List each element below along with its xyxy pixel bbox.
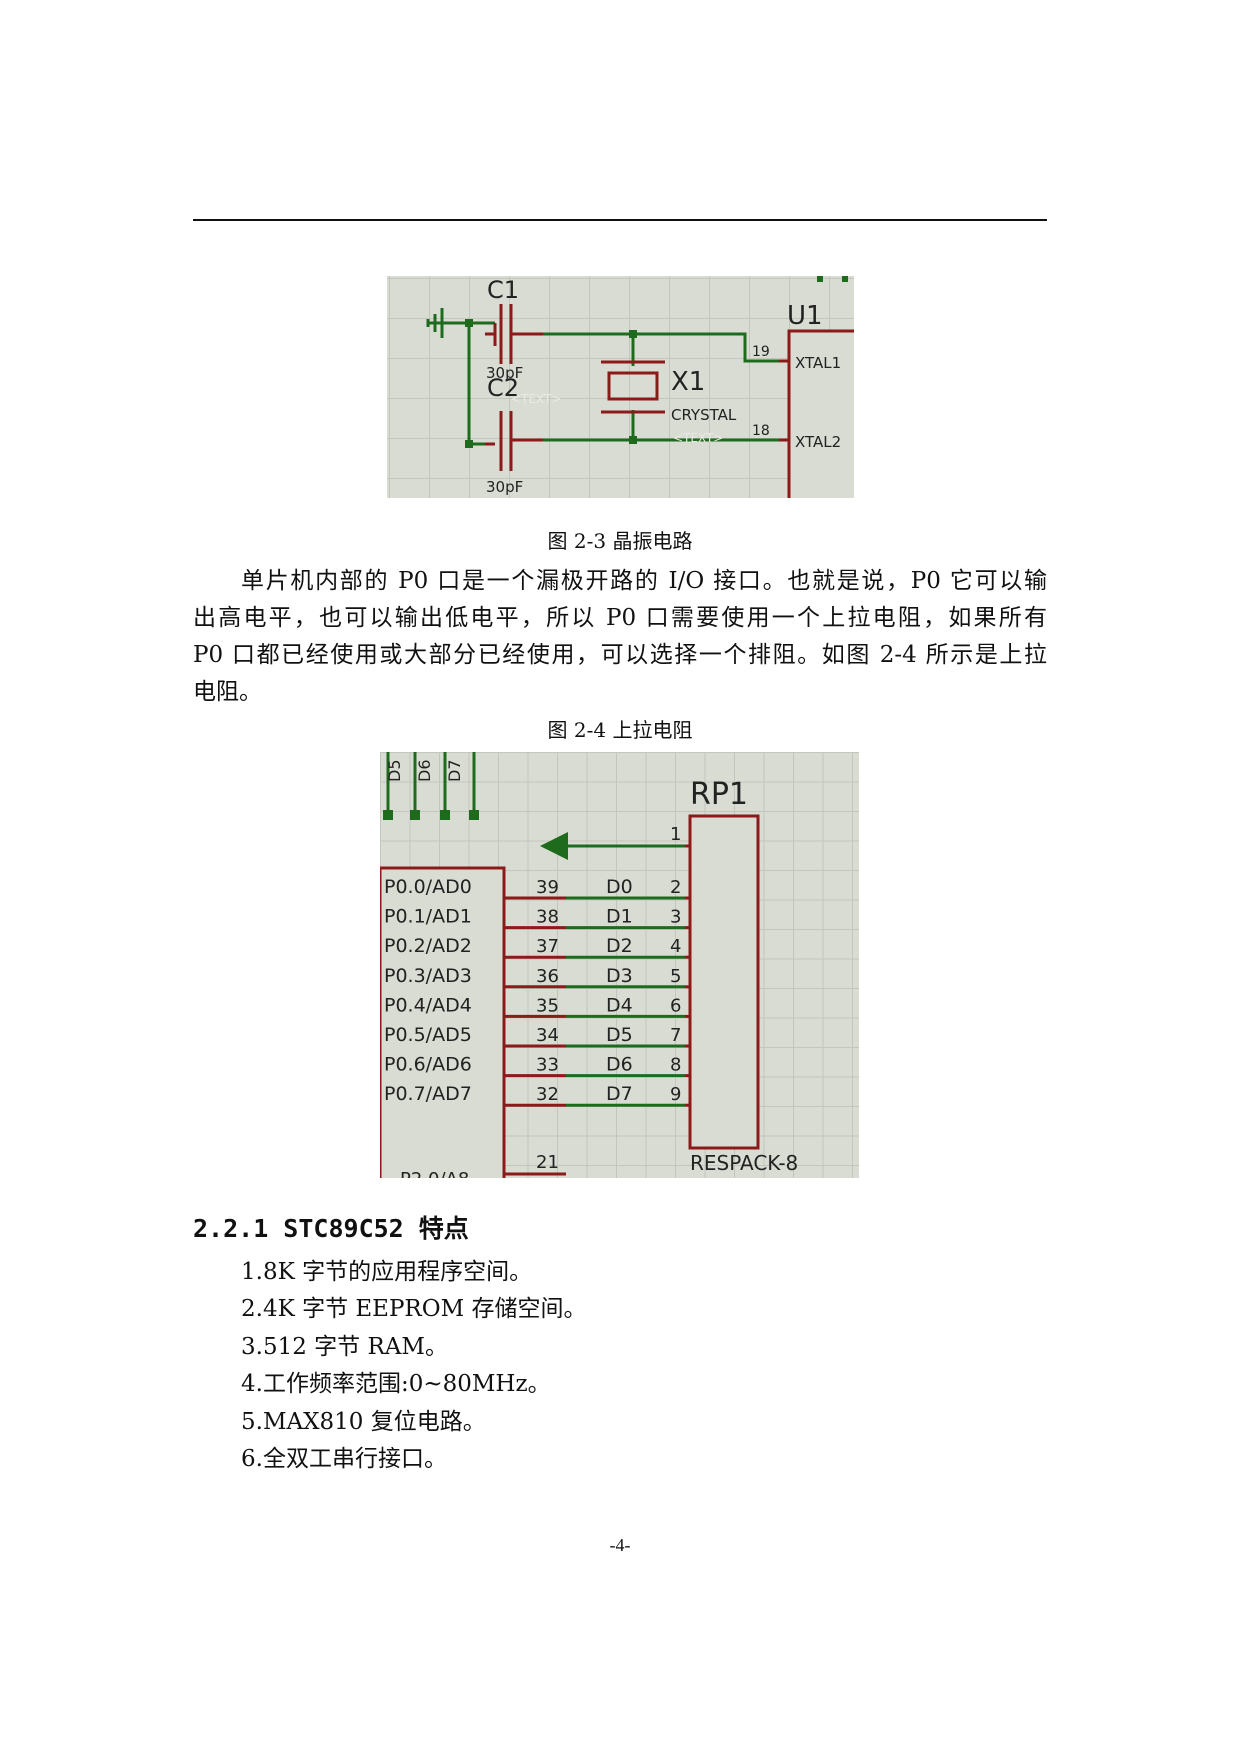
top-bus-label: D6	[415, 760, 434, 783]
port-label: P0.6/AD6	[384, 1054, 472, 1076]
capacitor-c2	[485, 411, 543, 471]
figure-2-4-caption: 图 2-4 上拉电阻	[547, 718, 693, 742]
mcu-pin-number: 37	[536, 936, 559, 957]
pullup-resistor-schematic: P0.0/AD0 39 D0 2P0.1/AD1 38 D1 3P0.2/AD2 37 D2 4P…	[380, 752, 859, 1178]
mcu-pin-number: 33	[536, 1055, 559, 1076]
mcu-pin-number: 35	[536, 995, 559, 1016]
net-label: D0	[606, 876, 633, 898]
body-paragraph: 单片机内部的 P0 口是一个漏极开路的 I/O 接口。也就是说，P0 它可以输 …	[193, 563, 1047, 711]
net-label: D4	[606, 994, 633, 1016]
feature-item: 6.全双工串行接口。	[241, 1446, 447, 1473]
crystal-circuit-figure: C1 C2 30pF <TEXT> 30pF X1 CRYSTAL <TEXT>…	[387, 276, 854, 498]
rp-pin-number: 7	[670, 1025, 681, 1046]
crystal-x1	[601, 360, 665, 414]
pin-18-label: 18	[752, 423, 770, 439]
port-label: P0.2/AD2	[384, 935, 472, 957]
chip-u1	[779, 329, 854, 498]
port-label: P0.1/AD1	[384, 906, 472, 928]
feature-item: 2.4K 字节 EEPROM 存储空间。	[241, 1296, 587, 1323]
feature-item: 3.512 字节 RAM。	[241, 1333, 448, 1360]
mcu-pin-number: 39	[536, 877, 559, 898]
x1-label: X1	[671, 367, 705, 397]
rp1-body	[688, 814, 760, 1150]
rp-pin-number: 5	[670, 966, 681, 987]
c2-label: C2	[487, 374, 519, 402]
port-label: P0.4/AD4	[384, 994, 472, 1016]
top-bus-label: D5	[385, 760, 404, 783]
mcu-pin-number: 38	[536, 907, 559, 928]
mcu-pin-number: 36	[536, 966, 559, 987]
port-label: P0.7/AD7	[384, 1083, 472, 1105]
c1-label: C1	[487, 276, 519, 304]
page-number: -4-	[609, 1535, 631, 1555]
top-bus-wires	[386, 752, 476, 814]
paragraph-line: 单片机内部的 P0 口是一个漏极开路的 I/O 接口。也就是说，P0 它可以输	[241, 568, 1047, 594]
ground-symbol	[426, 308, 469, 338]
net-label: D1	[606, 906, 633, 928]
c2-value-label: 30pF	[486, 478, 523, 496]
paragraph-line: P0 口都已经使用或大部分已经使用，可以选择一个排阻。如图 2-4 所示是上拉	[193, 642, 1047, 668]
port-rows: P0.0/AD0 39 D0 2P0.1/AD1 38 D1 3P0.2/AD2 37 D2 4P…	[384, 876, 690, 1107]
junction-dots	[465, 276, 848, 448]
rp-pin-number: 6	[670, 995, 681, 1016]
rp-pin-number: 3	[670, 907, 681, 928]
paragraph-line: 电阻。	[193, 679, 262, 705]
xtal2-label: XTAL2	[795, 433, 841, 451]
feature-list: 1.8K 字节的应用程序空间。 2.4K 字节 EEPROM 存储空间。 3.5…	[241, 1254, 586, 1478]
pin-19-label: 19	[752, 344, 770, 360]
rp-pin-number: 4	[670, 936, 681, 957]
net-label: D5	[606, 1024, 633, 1046]
feature-item: 4.工作频率范围:0~80MHz。	[241, 1371, 551, 1398]
rp-pin-number: 8	[670, 1055, 681, 1076]
capacitor-c1	[485, 304, 543, 364]
rp-pin-number: 2	[670, 877, 681, 898]
header-rule	[193, 219, 1047, 221]
crystal-label: CRYSTAL	[671, 406, 737, 424]
c1-text-placeholder: <TEXT>	[511, 392, 561, 406]
mcu-body	[380, 866, 506, 1178]
u1-label: U1	[787, 301, 823, 331]
net-label: D3	[606, 965, 633, 987]
p2-0-label: P2.0/A8	[400, 1169, 469, 1178]
port-label: P0.0/AD0	[384, 876, 472, 898]
feature-item: 5.MAX810 复位电路。	[241, 1408, 486, 1435]
net-label: D7	[606, 1083, 633, 1105]
rp1-label: RP1	[690, 777, 748, 812]
c1-value-label: 30pF	[486, 364, 523, 382]
respack-label: RESPACK-8	[690, 1151, 798, 1175]
rp1-pin-1-label: 1	[670, 824, 681, 845]
pin-21-label: 21	[536, 1152, 559, 1173]
mcu-pin-number: 32	[536, 1084, 559, 1105]
port-label: P0.3/AD3	[384, 965, 472, 987]
feature-item: 1.8K 字节的应用程序空间。	[241, 1259, 533, 1285]
bus-junction-dots	[383, 810, 479, 820]
section-heading: 2.2.1 STC89C52 特点	[193, 1214, 469, 1243]
crystal-circuit-schematic: C1 C2 30pF <TEXT> 30pF X1 CRYSTAL <TEXT>…	[387, 276, 854, 498]
x1-text-placeholder: <TEXT>	[673, 431, 723, 445]
paragraph-line: 出高电平，也可以输出低电平，所以 P0 口需要使用一个上拉电阻，如果所有	[193, 605, 1047, 631]
xtal1-label: XTAL1	[795, 354, 841, 372]
top-bus-label: D7	[445, 760, 464, 783]
net-label: D2	[606, 935, 633, 957]
port-label: P0.5/AD5	[384, 1024, 472, 1046]
rp-pin-number: 9	[670, 1084, 681, 1105]
figure-2-3-caption: 图 2-3 晶振电路	[547, 529, 693, 553]
net-label: D6	[606, 1054, 633, 1076]
mcu-pin-number: 34	[536, 1025, 559, 1046]
